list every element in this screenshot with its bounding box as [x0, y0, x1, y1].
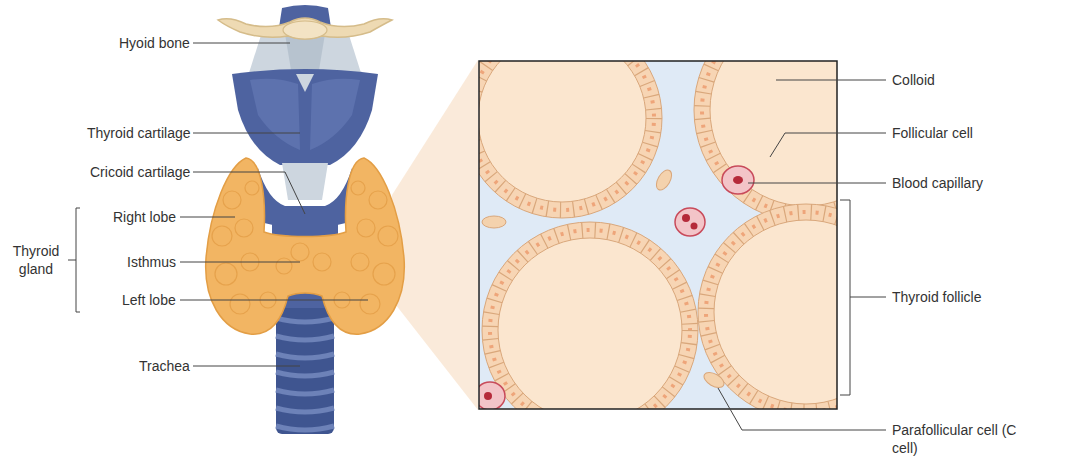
- cell-label: Parafollicular cell (C cell): [892, 421, 1042, 457]
- structure-label: Thyroid cartilage: [87, 124, 191, 142]
- structure-label: Right lobe: [113, 208, 176, 226]
- cell-label: Blood capillary: [892, 174, 983, 192]
- group-label: Thyroid gland: [6, 242, 66, 278]
- structure-label: Left lobe: [122, 291, 176, 309]
- structure-label: Isthmus: [127, 253, 176, 271]
- cell-label: Thyroid follicle: [892, 288, 981, 306]
- cell-label: Follicular cell: [892, 124, 973, 142]
- cell-label: Colloid: [892, 71, 935, 89]
- structure-label: Hyoid bone: [119, 34, 190, 52]
- structure-label: Cricoid cartilage: [90, 163, 190, 181]
- structure-label: Trachea: [139, 357, 190, 375]
